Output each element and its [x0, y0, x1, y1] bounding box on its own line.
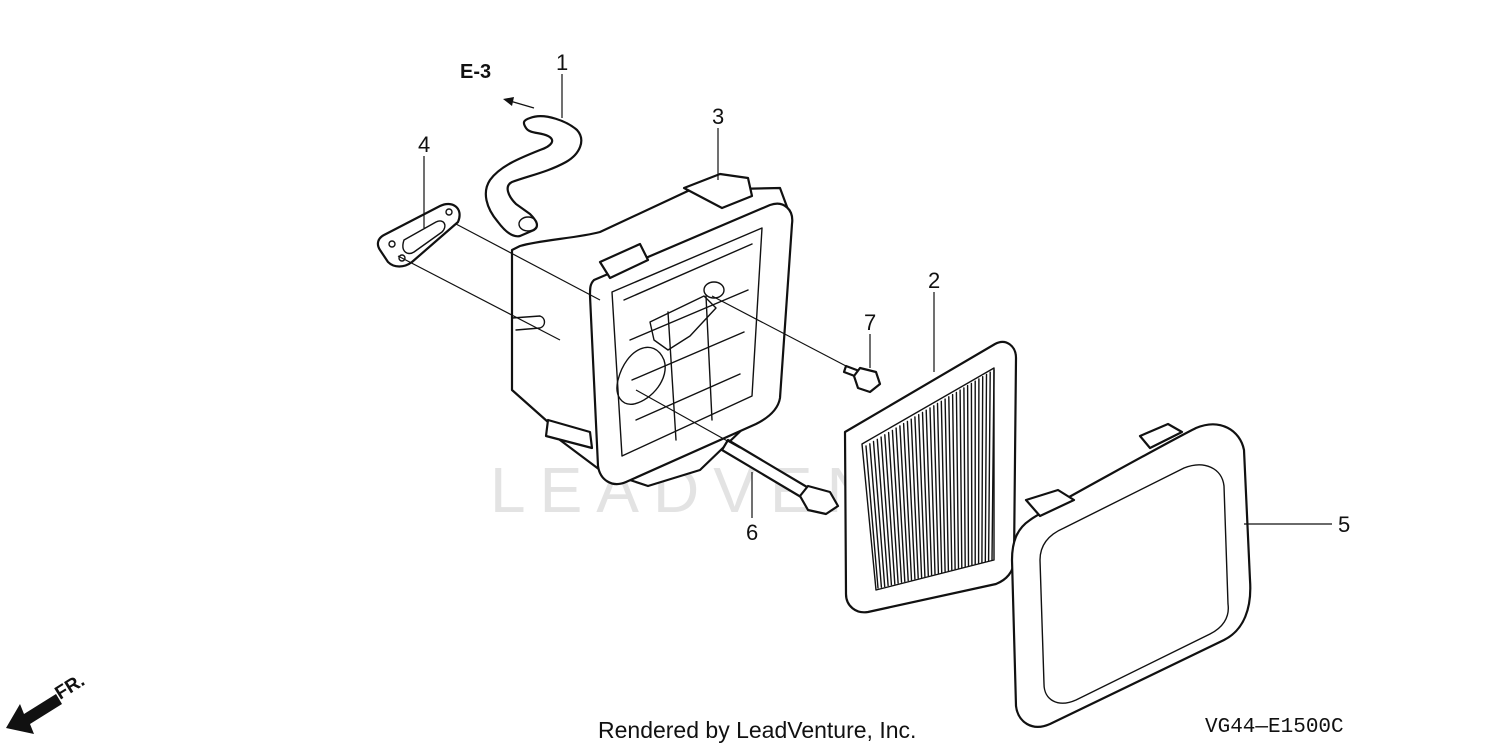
- callout-2[interactable]: 2: [928, 268, 940, 293]
- flange-bolt[interactable]: [842, 364, 882, 394]
- callout-1[interactable]: 1: [556, 50, 568, 75]
- reference-label: E-3: [460, 61, 491, 83]
- air-cleaner-cover[interactable]: [1010, 422, 1252, 728]
- long-bolt[interactable]: [720, 438, 840, 516]
- credit-text: Rendered by LeadVenture, Inc.: [598, 717, 916, 743]
- diagram-code: VG44—E1500C: [1205, 716, 1344, 739]
- reference-arrow: [503, 97, 535, 109]
- callout-6[interactable]: 6: [746, 520, 758, 545]
- callout-5[interactable]: 5: [1338, 512, 1350, 537]
- air-cleaner-case[interactable]: [510, 172, 794, 488]
- callout-4[interactable]: 4: [418, 132, 430, 157]
- callout-7[interactable]: 7: [864, 310, 876, 335]
- leader-lines: [397, 74, 1332, 525]
- front-direction-arrow: [6, 694, 62, 734]
- air-filter-element[interactable]: [843, 340, 1018, 614]
- breather-tube[interactable]: [484, 115, 583, 238]
- callout-3[interactable]: 3: [712, 104, 724, 129]
- gasket[interactable]: [376, 202, 461, 268]
